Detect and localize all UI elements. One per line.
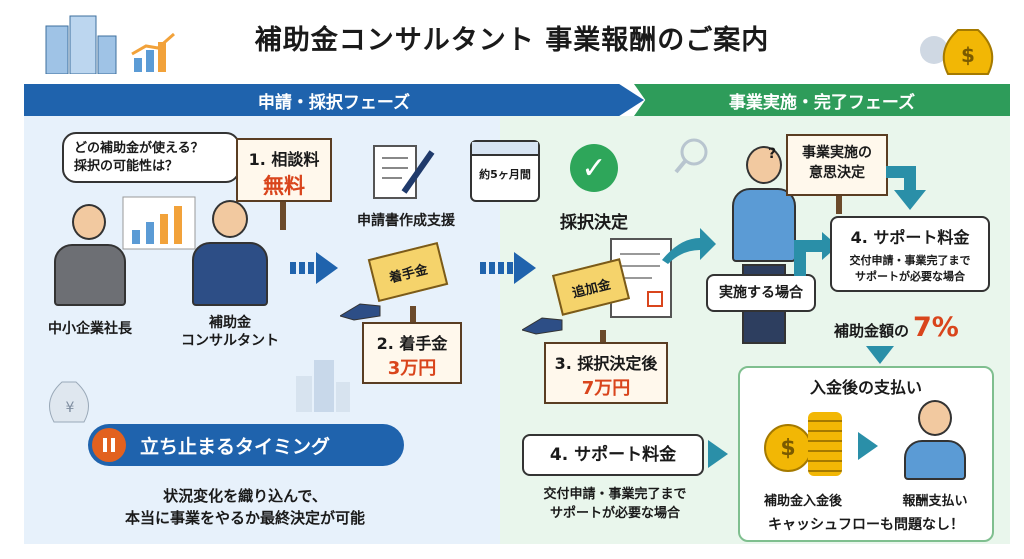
sign-post [836, 196, 842, 214]
calendar-icon: 約5ヶ月間 [470, 140, 540, 202]
payment-left-label: 補助金入金後 [763, 494, 842, 509]
rate-prefix: 補助金額の [834, 322, 910, 340]
support-fee-box-right: 4. サポート料金 交付申請・事業完了まで サポートが必要な場合 [830, 216, 990, 292]
coin: $ [764, 424, 812, 472]
support-fee-title: 4. サポート料金 [850, 228, 970, 247]
sign-post [600, 330, 606, 344]
sign-post [410, 306, 416, 324]
pause-timing-label: 立ち止まるタイミング [140, 436, 331, 458]
implement-box: 実施する場合 [706, 274, 816, 312]
chart-board-icon [122, 196, 196, 250]
man-body [732, 188, 796, 262]
man-head [746, 146, 782, 184]
ceo-body [54, 244, 126, 306]
retainer-fee-sign: 2. 着手金 3万円 [362, 322, 462, 384]
check-icon: ✓ [570, 144, 618, 192]
support-fee-box-middle: 4. サポート料金 [522, 434, 704, 476]
growth-chart-icon [128, 30, 180, 74]
happy-body [904, 440, 966, 480]
coin-stack-icon: $ [760, 402, 846, 482]
retainer-fee-title: 2. 着手金 [376, 334, 448, 353]
question-bubble: どの補助金が使える？ 採択の可能性は？ [62, 132, 240, 184]
support-note-middle: 交付申請・事業完了まで サポートが必要な場合 [543, 487, 687, 521]
consultant-figure [186, 200, 276, 310]
adoption-fee-title: 3. 採択決定後 [554, 354, 658, 373]
adopted-arrow [660, 226, 716, 266]
application-support-label: 申請書作成支援 [357, 213, 455, 229]
document-pen-icon [368, 140, 438, 200]
rate-arrow [866, 346, 894, 364]
implement-arrow [790, 232, 840, 276]
consultation-fee-sign: 1. 相談料 無料 [236, 138, 332, 202]
payment-note: キャッシュフローも問題なし！ [768, 517, 964, 533]
payment-arrow [858, 432, 878, 460]
decision-arrow [886, 160, 936, 212]
decision-sign: 事業実施の 意思決定 [786, 134, 888, 196]
flow-arrow [480, 252, 536, 284]
pause-timing-banner: 立ち止まるタイミング [88, 424, 404, 466]
consultation-fee-value: 無料 [263, 174, 305, 198]
consultation-fee-title: 1. 相談料 [248, 150, 320, 169]
phase-implementation: 事業実施・完了フェーズ [634, 84, 1010, 116]
ceo-figure [48, 204, 134, 308]
rate-value: 7% [913, 312, 959, 343]
flow-arrow [290, 252, 338, 284]
calendar-top [472, 142, 538, 156]
pause-note: 状況変化を織り込んで、 本当に事業をやるか最終決定が可能 [124, 487, 365, 527]
payment-right-label: 報酬支払い [902, 494, 968, 509]
phase-application: 申請・採択フェーズ [24, 84, 644, 116]
pause-icon [92, 428, 126, 462]
ceo-head [72, 204, 106, 240]
page-title: 補助金コンサルタント 事業報酬のご案内 [254, 25, 770, 56]
building-icon [40, 12, 120, 75]
sign-post [280, 190, 286, 230]
retainer-fee-value: 3万円 [387, 358, 437, 379]
question-mark-icon: ? [768, 146, 777, 162]
hand-icon [338, 286, 386, 322]
ceo-label: 中小企業社長 [48, 321, 132, 337]
happy-man-figure [900, 400, 970, 482]
adopted-label: 採択決定 [560, 213, 628, 233]
magnifier-icon [672, 136, 712, 176]
support-arrow [708, 440, 728, 468]
calendar-label: 約5ヶ月間 [479, 168, 531, 181]
adoption-fee-value: 7万円 [581, 378, 631, 399]
svg-text:¥: ¥ [66, 400, 75, 416]
payment-title: 入金後の支払い [809, 378, 922, 397]
svg-text:$: $ [961, 43, 975, 67]
consultant-label: 補助金 コンサルタント [181, 315, 279, 350]
hand-icon [520, 300, 568, 336]
coin-stack [808, 412, 842, 476]
adoption-fee-sign: 3. 採択決定後 7万円 [544, 342, 668, 404]
city-icon [292, 356, 352, 412]
money-bag-icon: $ [912, 10, 1004, 80]
happy-head [918, 400, 952, 436]
consultant-body [192, 242, 268, 306]
consultant-head [212, 200, 248, 238]
money-bag-small-icon: ¥ [40, 376, 96, 424]
